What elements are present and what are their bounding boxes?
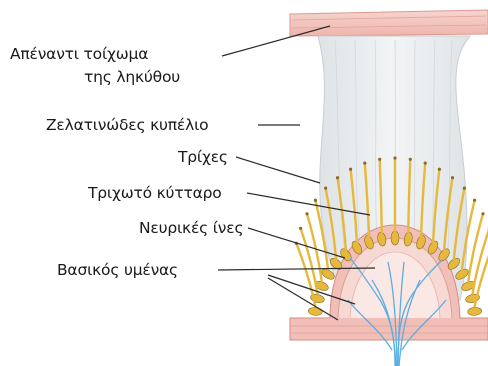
hair-tip — [393, 156, 396, 159]
hair-tip — [463, 187, 466, 190]
hair-tip — [336, 176, 339, 179]
hair-tip — [305, 212, 308, 215]
hair-cell — [308, 307, 323, 316]
label-opposite-wall-line1: Απέναντι τοίχωμα — [10, 45, 148, 63]
label-gelatinous-cupula: Ζελατινώδες κυπέλιο — [46, 116, 208, 134]
hair-tip — [424, 162, 427, 165]
leader-basilar-3 — [268, 278, 338, 320]
hair-tip — [324, 187, 327, 190]
hair-tip — [378, 158, 381, 161]
hair-tip — [409, 158, 412, 161]
hair-tip — [473, 199, 476, 202]
hair-tip — [438, 168, 441, 171]
label-hairs: Τρίχες — [178, 148, 228, 166]
leader-hairs — [236, 157, 320, 183]
hair-tip — [481, 212, 484, 215]
label-opposite-wall-line2: της ληκύθου — [84, 68, 180, 86]
leader-opposite-wall — [222, 26, 330, 56]
hair-tip — [299, 227, 302, 230]
hair-tip — [363, 162, 366, 165]
label-nerve-fibers: Νευρικές ίνες — [139, 219, 243, 237]
hair-cell — [467, 307, 482, 316]
opposite-wall — [290, 10, 488, 36]
label-basilar-membrane: Βασικός υμένας — [57, 261, 178, 279]
hair-tip — [451, 176, 454, 179]
hair-tip — [314, 199, 317, 202]
hair-tip — [349, 168, 352, 171]
label-hair-cell: Τριχωτό κύτταρο — [88, 184, 222, 202]
